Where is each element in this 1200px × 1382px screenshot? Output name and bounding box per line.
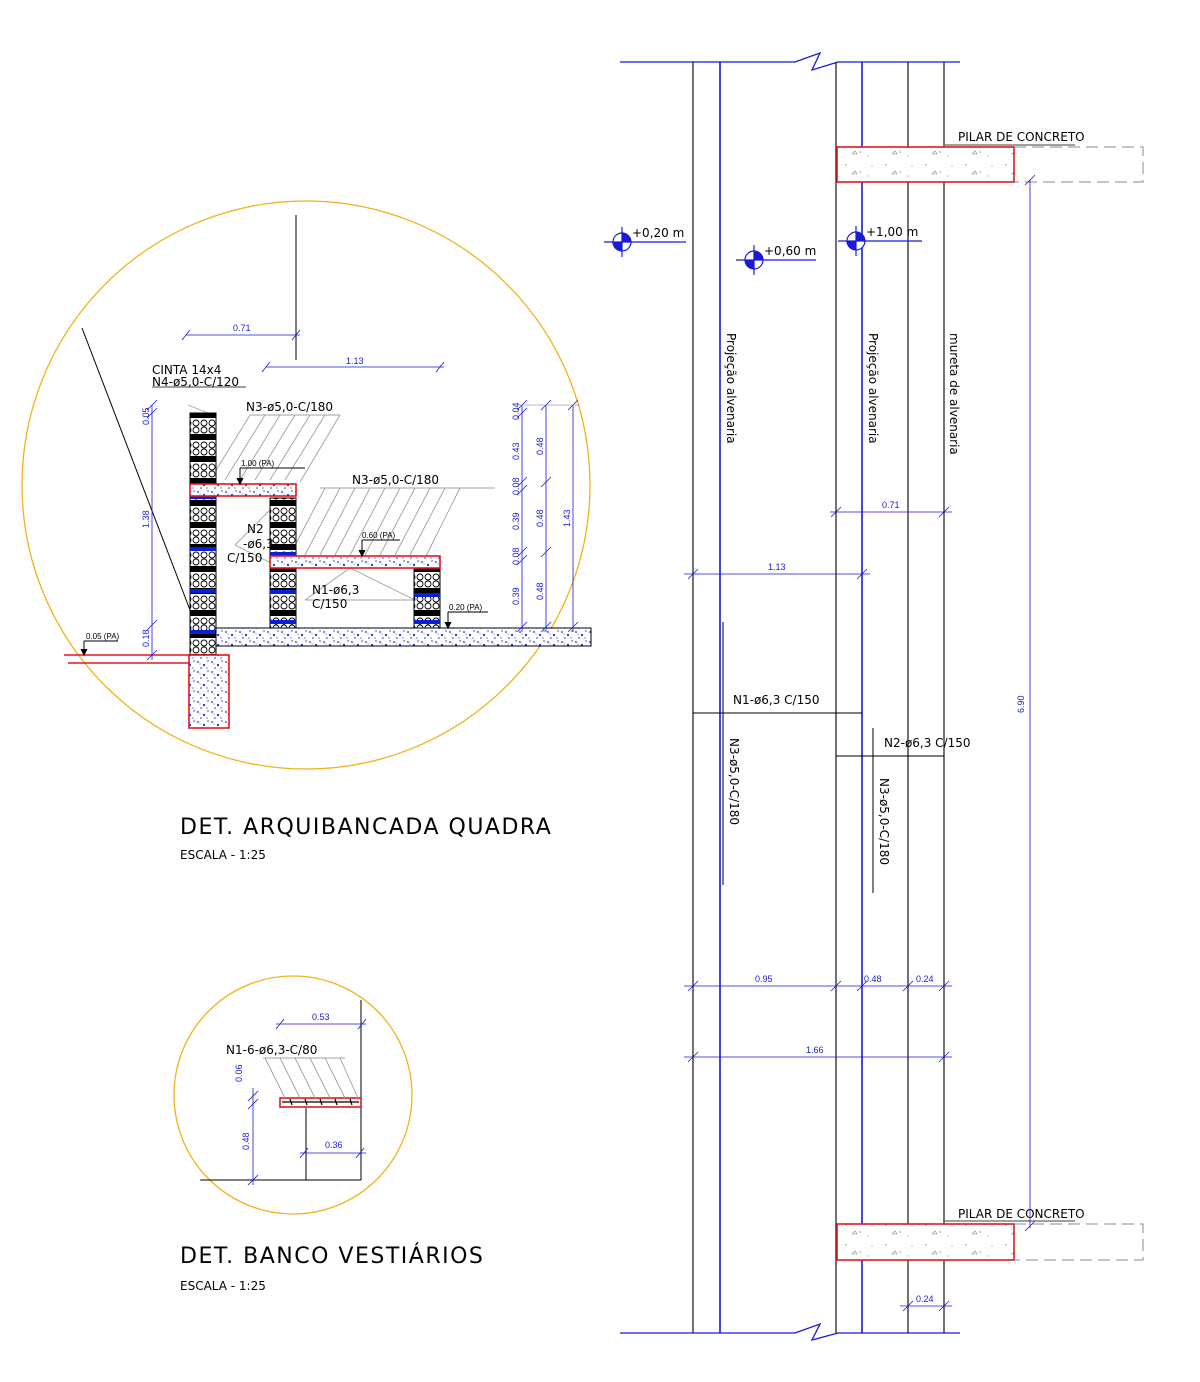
svg-text:+0,20 m: +0,20 m xyxy=(632,226,684,240)
detail-circle xyxy=(21,200,591,770)
dim-006: 0.06 xyxy=(234,1064,244,1082)
label-pa-005: 0.05 (PA) xyxy=(86,632,120,641)
dim-043: 0.43 xyxy=(511,442,521,460)
label-n3-top: N3-ø5,0-C/180 xyxy=(246,400,333,414)
dim-048: 0.48 xyxy=(241,1132,251,1150)
detail-title: DET. BANCO VESTIÁRIOS xyxy=(180,1243,484,1269)
label-n1-a: N1-ø6,3 xyxy=(312,583,359,597)
detail-title: DET. ARQUIBANCADA QUADRA xyxy=(180,815,552,840)
detail-scale: ESCALA - 1:25 xyxy=(180,1279,266,1293)
label-n2-c: C/150 xyxy=(227,551,262,565)
dim-039b: 0.39 xyxy=(511,587,521,605)
dim-095: 0.95 xyxy=(755,974,773,984)
label-n4: N4-ø5,0-C/120 xyxy=(152,375,239,389)
level-marker-100: +1,00 m xyxy=(838,225,922,256)
dim-048: 0.48 xyxy=(864,974,882,984)
dim-048a: 0.48 xyxy=(535,437,545,455)
dim-138: 1.38 xyxy=(141,510,151,528)
dim-008b: 0.08 xyxy=(511,547,521,565)
dimension-lines xyxy=(146,329,579,661)
break-line-bottom xyxy=(620,1322,960,1342)
detail-banco: 0.53 0.06 0.48 0.36 N1-6-ø6,3-C/80 DET. … xyxy=(173,975,484,1293)
level-marker-060: +0,60 m xyxy=(736,244,816,275)
pilar-bottom xyxy=(836,1223,1015,1261)
dim-053: 0.53 xyxy=(312,1012,330,1022)
dim-024b: 0.24 xyxy=(916,1294,934,1304)
label-cinta: CINTA 14x4 xyxy=(152,363,221,377)
dim-018: 0.18 xyxy=(141,629,151,647)
dim-143: 1.43 xyxy=(562,509,572,527)
label-pilar-top: PILAR DE CONCRETO xyxy=(958,130,1085,144)
dim-004: 0.04 xyxy=(511,402,521,420)
dim-071: 0.71 xyxy=(233,323,251,333)
detail-circle xyxy=(173,975,413,1215)
label-n1: N1-6-ø6,3-C/80 xyxy=(226,1043,317,1057)
plan-dimension-lines xyxy=(684,174,1036,1312)
dim-039a: 0.39 xyxy=(511,512,521,530)
dim-036: 0.36 xyxy=(325,1140,343,1150)
dim-008a: 0.08 xyxy=(511,477,521,495)
dim-071: 0.71 xyxy=(882,500,900,510)
break-line-top xyxy=(620,51,960,72)
label-n2: N2-ø6,3 C/150 xyxy=(884,736,971,750)
dim-113: 1.13 xyxy=(768,562,786,572)
label-n1: N1-ø6,3 C/150 xyxy=(733,693,820,707)
seat-slab-top xyxy=(189,483,297,497)
pilar-top xyxy=(836,146,1015,183)
label-n2-a: N2 xyxy=(247,522,264,536)
label-n1-b: C/150 xyxy=(312,597,347,611)
footing xyxy=(188,654,230,729)
masonry-column-right xyxy=(413,567,441,629)
label-pilar-bottom: PILAR DE CONCRETO xyxy=(958,1207,1085,1221)
detail-arquibancada: 0.71 1.13 0.05 1.38 0.18 0.04 0.43 0.08 … xyxy=(21,200,592,862)
label-n2-b: -ø6,3 xyxy=(243,537,274,551)
dim-048c: 0.48 xyxy=(535,582,545,600)
label-mureta: mureta de alvenaria xyxy=(947,333,961,455)
dim-690: 6.90 xyxy=(1016,695,1026,713)
label-n3-mid: N3-ø5,0-C/180 xyxy=(352,473,439,487)
masonry-column-left xyxy=(189,412,217,656)
plan-view: PILAR DE CONCRETO PILAR DE CONCRETO +0,2… xyxy=(604,51,1144,1342)
label-projecao-1: Projeção alvenaria xyxy=(724,333,738,444)
seat-slab-mid xyxy=(269,555,441,569)
dim-048b: 0.48 xyxy=(535,509,545,527)
floor-slab xyxy=(215,627,592,647)
label-pa-060: 0.60 (PA) xyxy=(362,531,396,540)
label-n3-left: N3-ø5,0-C/180 xyxy=(727,738,741,825)
detail-scale: ESCALA - 1:25 xyxy=(180,848,266,862)
dim-166: 1.66 xyxy=(806,1045,824,1055)
svg-text:+0,60 m: +0,60 m xyxy=(764,244,816,258)
dim-113: 1.13 xyxy=(346,356,364,366)
label-n3-right: N3-ø5,0-C/180 xyxy=(877,778,891,865)
svg-text:+1,00 m: +1,00 m xyxy=(866,225,918,239)
label-projecao-2: Projeção alvenaria xyxy=(866,333,880,444)
dim-024a: 0.24 xyxy=(916,974,934,984)
label-pa-100: 1.00 (PA) xyxy=(241,459,275,468)
level-marker-020: +0,20 m xyxy=(604,226,686,257)
rebar-marks xyxy=(190,495,440,634)
label-pa-020: 0.20 (PA) xyxy=(449,603,483,612)
dim-005: 0.05 xyxy=(141,407,151,425)
leader-lines xyxy=(187,404,495,601)
